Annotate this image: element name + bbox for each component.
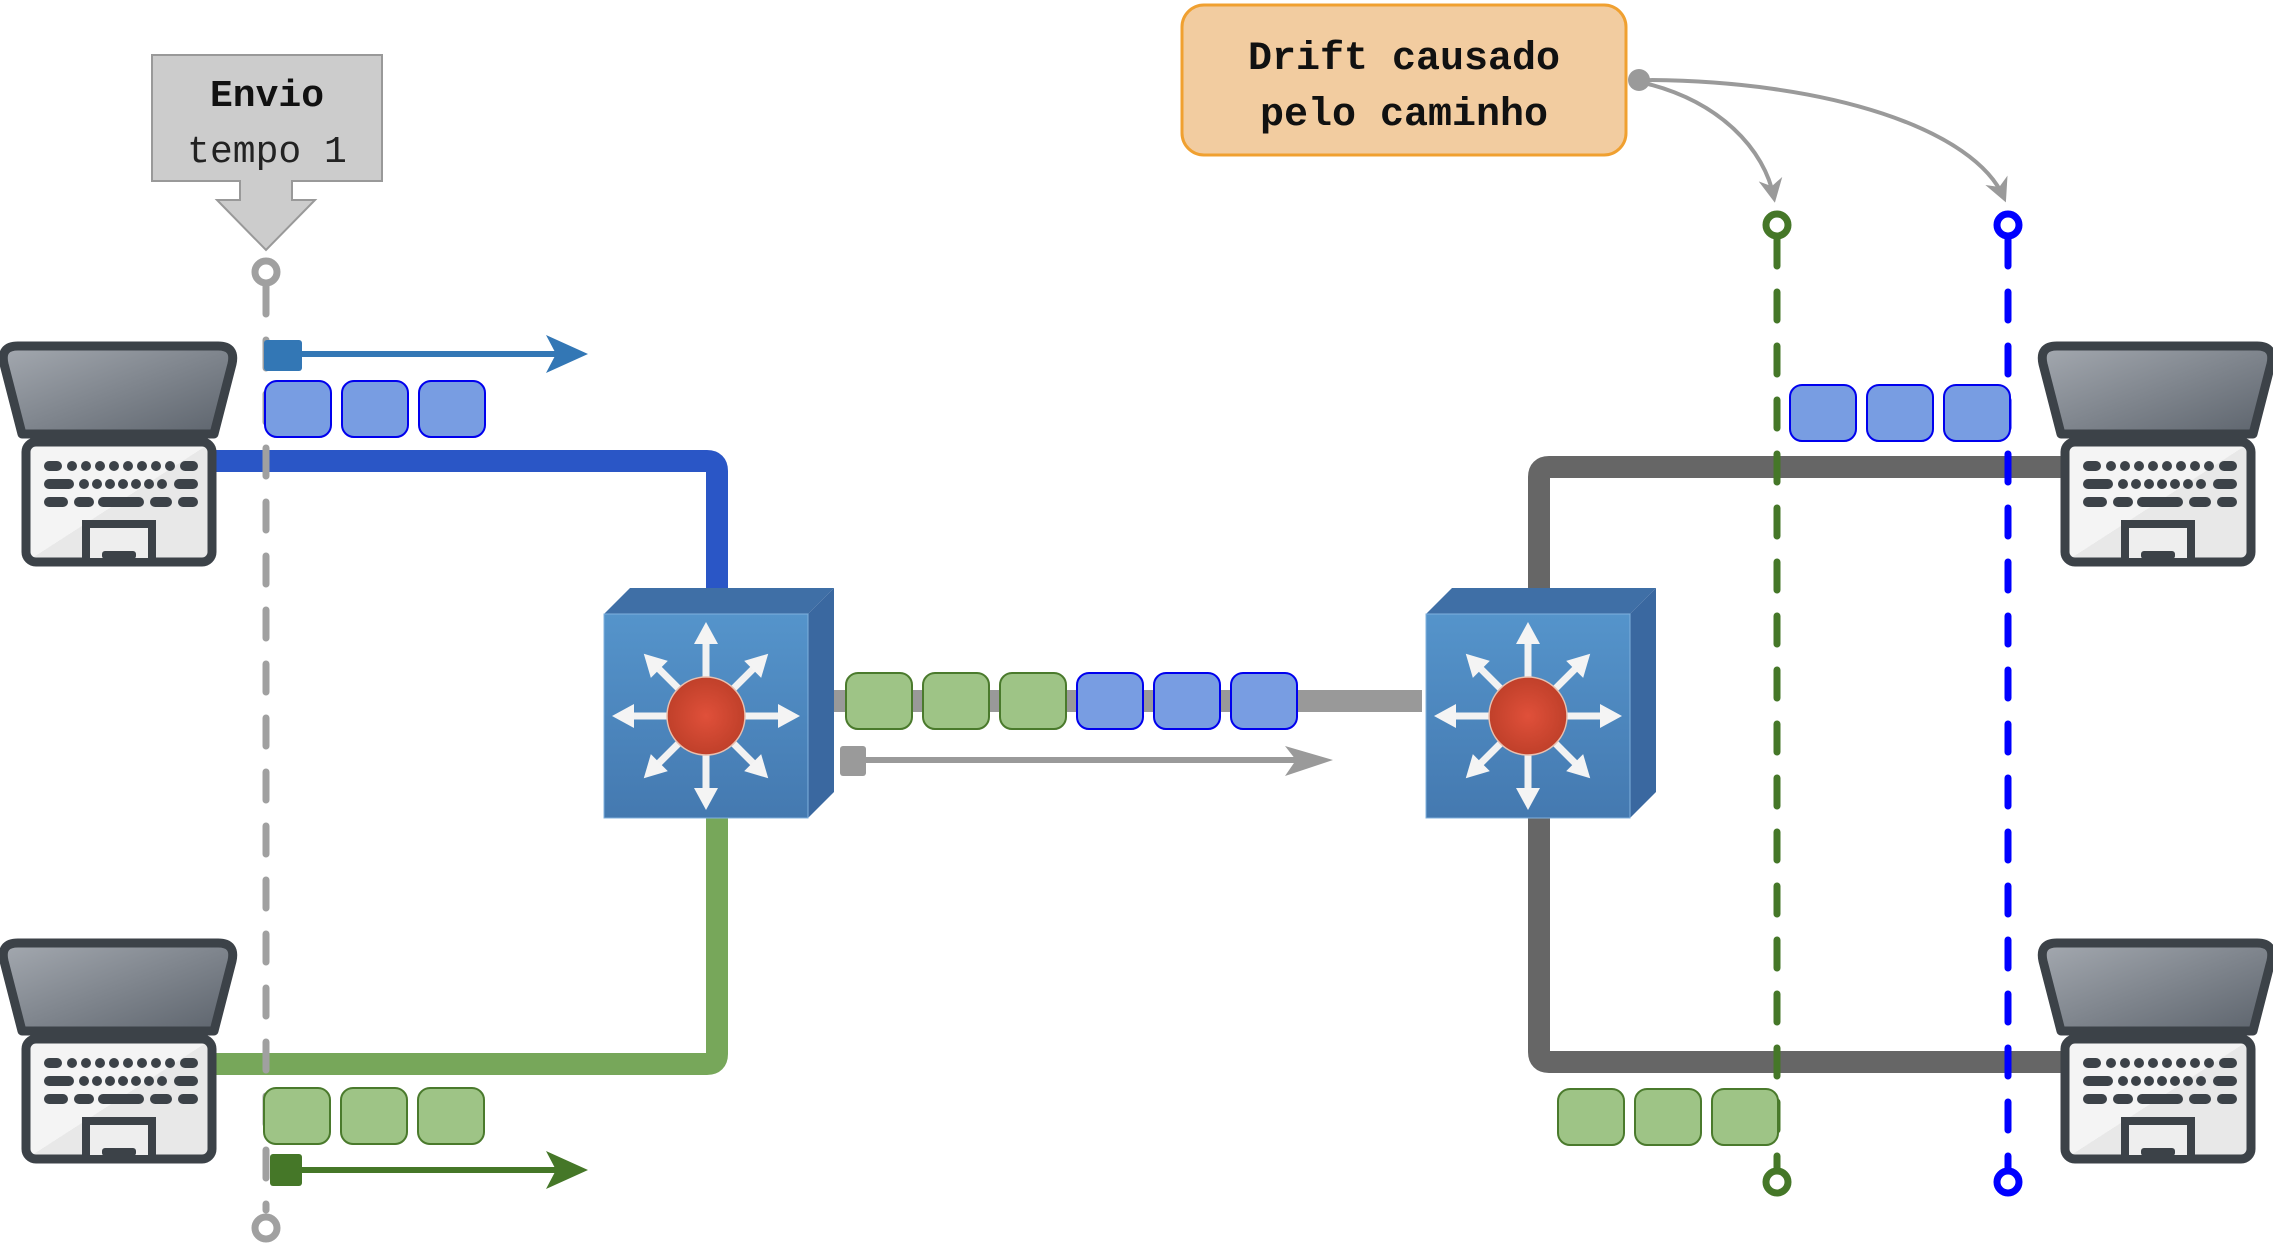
keyboard-keys-icon [44,461,198,507]
multilayer-switch-arrows-icon [612,622,800,810]
link-blue [210,450,728,588]
laptop-screen [2037,341,2273,439]
switch-hub-icon [666,676,746,756]
keyboard-keys-icon [2083,461,2237,507]
touchpad [2121,520,2195,558]
drift-callout: Drift causado pelo caminho [1180,3,2008,203]
switch-hub-icon [1488,676,1568,756]
touchpad [82,520,156,558]
send-callout: Envio tempo 1 [151,54,383,252]
link-gray-bottom [1528,815,2066,1073]
blue-packet [1943,384,2011,442]
green-packet [340,1087,408,1145]
switch-side-face [1630,588,1656,818]
drift-callout-line1: Drift causado [1248,37,1560,82]
blue-packet [264,380,332,438]
green-packet [1634,1088,1702,1146]
arrival-green-top-pin [1762,210,1792,240]
blue-packet [1866,384,1934,442]
blue-packet [418,380,486,438]
laptop-sender-green[interactable] [0,938,238,1164]
touchpad [2121,1117,2195,1155]
laptop-screen [0,938,238,1036]
blue-packet [1076,672,1144,730]
send-time-top-pin [251,257,281,287]
green-packet [999,672,1067,730]
send-callout-title: Envio [210,75,324,118]
packets-sender-green [263,1087,485,1145]
green-packet [922,672,990,730]
trunk-direction-arrow [840,746,1333,776]
laptop-receiver-bottom[interactable] [2037,938,2273,1164]
laptop-receiver-top[interactable] [2037,341,2273,567]
packets-trunk [845,672,1298,730]
green-direction-arrow [270,1151,588,1189]
switch-top-face [604,588,834,614]
drift-connector-dot [1628,69,1650,91]
laptop-sender-blue[interactable] [0,341,238,567]
touchpad [82,1117,156,1155]
send-callout-subtitle: tempo 1 [187,131,347,174]
link-gray-top [1528,456,2066,588]
drift-callout-line2: pelo caminho [1260,93,1548,138]
green-packet [1557,1088,1625,1146]
arrival-blue-top-pin [1993,210,2023,240]
arrival-blue-bottom-pin [1993,1167,2023,1197]
link-green [210,815,728,1075]
packets-receiver-blue [1789,384,2011,442]
switch-side-face [808,588,834,818]
switch-left[interactable] [603,588,834,819]
packets-sender-blue [264,380,486,438]
green-packet [417,1087,485,1145]
keyboard-keys-icon [44,1058,198,1104]
blue-packet [1789,384,1857,442]
blue-packet [1153,672,1221,730]
keyboard-keys-icon [2083,1058,2237,1104]
green-packet [263,1087,331,1145]
switch-top-face [1426,588,1656,614]
blue-packet [1230,672,1298,730]
send-time-bottom-pin [251,1213,281,1243]
drift-arrow-blue [1639,78,2008,203]
arrival-green-bottom-pin [1762,1167,1792,1197]
switch-right[interactable] [1425,588,1656,819]
laptop-screen [2037,938,2273,1036]
blue-direction-arrow [264,335,588,373]
laptop-screen [0,341,238,439]
drift-arrow-green [1639,80,1783,203]
blue-packet [341,380,409,438]
green-packet [1711,1088,1779,1146]
green-packet [845,672,913,730]
packets-receiver-green [1557,1088,1779,1146]
